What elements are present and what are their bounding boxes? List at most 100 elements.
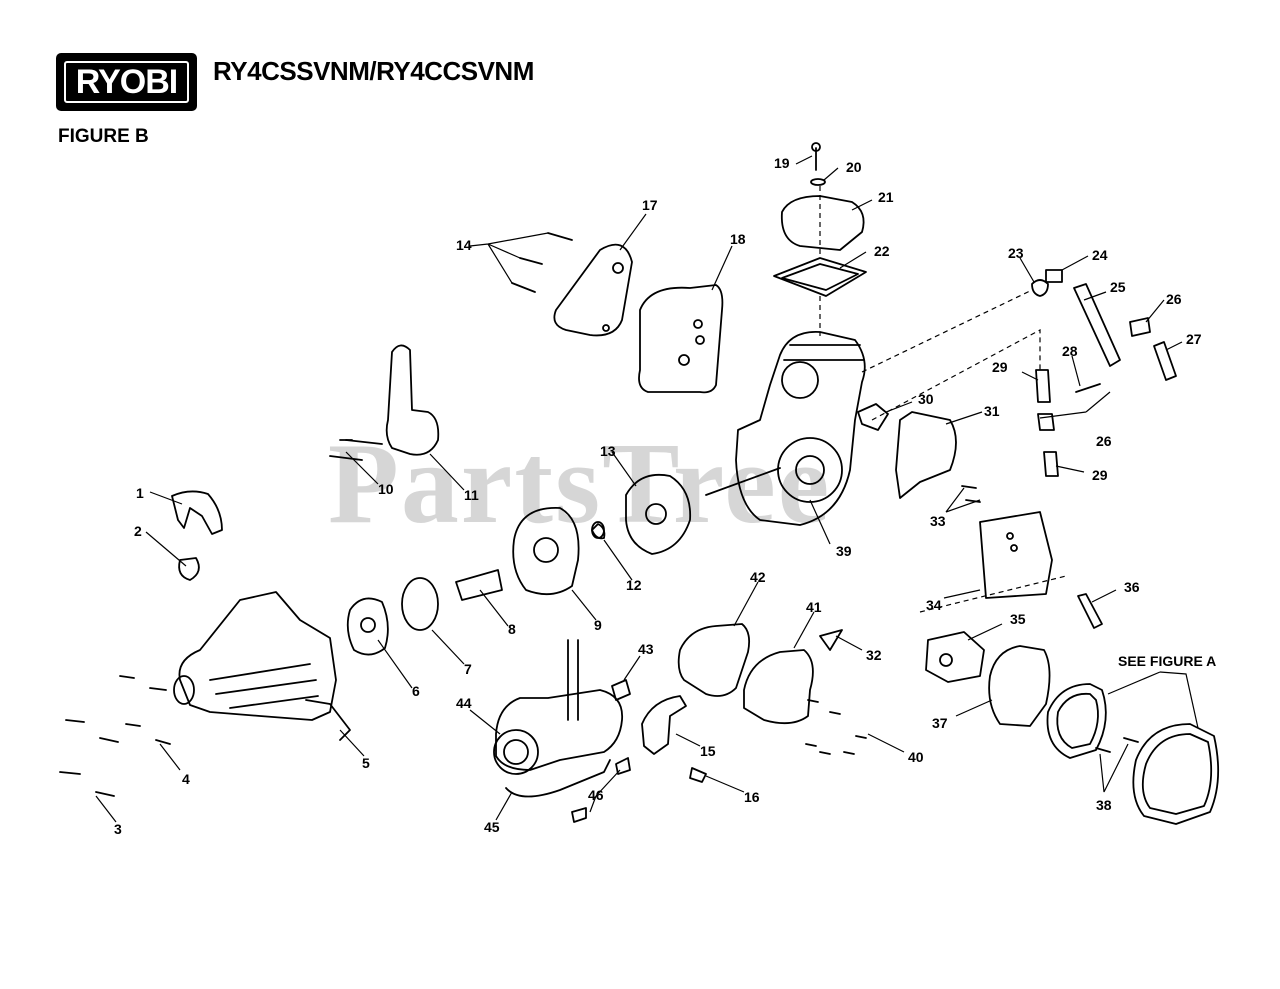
part-41-air-box	[743, 649, 814, 725]
part-26-valve	[1129, 317, 1151, 337]
ryobi-logo: RYOBI	[56, 53, 197, 111]
callout-35: 35	[1010, 611, 1026, 627]
part-36-hose	[1077, 593, 1103, 629]
part-17-cover	[553, 243, 633, 337]
filter-cover	[1132, 723, 1220, 825]
callout-27: 27	[1186, 331, 1202, 347]
see-figure-a-note: SEE FIGURE A	[1118, 653, 1216, 669]
part-7-washer	[401, 577, 439, 631]
callout-23: 23	[1008, 245, 1024, 261]
callout-24: 24	[1092, 247, 1108, 263]
part-13-flywheel	[625, 474, 692, 555]
callout-39: 39	[836, 543, 852, 559]
callout-42: 42	[750, 569, 766, 585]
filter-element	[1046, 683, 1107, 759]
part-28-pin	[1075, 383, 1101, 393]
part-44-fuel-tank	[495, 689, 623, 771]
callout-4: 4	[182, 771, 190, 787]
callout-43: 43	[638, 641, 654, 657]
part-26b-valve	[1037, 413, 1055, 431]
callout-18: 18	[730, 231, 746, 247]
part-25-hose	[1073, 283, 1121, 367]
callout-36: 36	[1124, 579, 1140, 595]
part-5-front-housing	[178, 591, 337, 721]
part-34-plate	[979, 511, 1053, 599]
callout-33: 33	[930, 513, 946, 529]
part-46-bolt	[571, 757, 631, 823]
part-31-insulator	[895, 411, 957, 499]
callout-labels: 1 2 3 4 5 6 7 8 9 10 11 12 13 14 15 16 1…	[114, 155, 1216, 837]
callout-32: 32	[866, 647, 882, 663]
callout-7: 7	[464, 661, 472, 677]
alignment-lines	[819, 186, 1067, 613]
part-11-ignition-coil	[385, 344, 440, 456]
part-39-engine-block	[735, 331, 866, 526]
brand-name: RYOBI	[75, 63, 178, 101]
part-21-valve-cover	[780, 195, 865, 251]
part-1-handle	[171, 490, 223, 535]
part-18-plate	[638, 284, 724, 394]
part-8-sleeve	[455, 569, 503, 601]
callout-15: 15	[700, 743, 716, 759]
part-22-gasket	[773, 257, 867, 297]
callout-11: 11	[464, 487, 479, 503]
callout-8: 8	[508, 621, 516, 637]
model-number: RY4CSSVNM/RY4CCSVNM	[213, 56, 534, 86]
callout-37: 37	[932, 715, 948, 731]
callout-5: 5	[362, 755, 370, 771]
callout-20: 20	[846, 159, 862, 175]
callout-10: 10	[378, 481, 394, 497]
part-16-bolt	[689, 767, 707, 783]
part-37-filter-base	[988, 645, 1051, 727]
callout-3: 3	[114, 821, 122, 837]
callout-26-bottom: 26	[1096, 433, 1112, 449]
part-38-screws	[1095, 737, 1139, 753]
figure-label: FIGURE B	[58, 126, 149, 147]
part-45-tank-base	[505, 759, 611, 798]
part-32-tab	[819, 629, 843, 651]
part-9-starter-housing	[512, 507, 580, 596]
part-27-hose	[1153, 341, 1177, 381]
part-12-washer	[591, 523, 606, 540]
callout-46: 46	[588, 787, 604, 803]
callout-29-top: 29	[992, 359, 1008, 375]
callout-17: 17	[642, 197, 658, 213]
part-33-screws	[961, 485, 981, 503]
part-6-pulley	[346, 597, 389, 656]
callout-14: 14	[456, 237, 472, 253]
part-40-screws	[805, 699, 867, 755]
callout-22: 22	[874, 243, 890, 259]
callout-9: 9	[594, 617, 602, 633]
part-35-carburetor	[925, 631, 985, 683]
callout-45: 45	[484, 819, 500, 835]
callout-44: 44	[456, 695, 472, 711]
part-3-screws	[59, 719, 119, 797]
callout-1: 1	[136, 485, 144, 501]
callout-12: 12	[626, 577, 642, 593]
part-2-clip	[178, 557, 200, 581]
callout-26-top: 26	[1166, 291, 1182, 307]
callout-25: 25	[1110, 279, 1126, 295]
part-14-screw-a	[547, 232, 573, 241]
callout-16: 16	[744, 789, 760, 805]
part-43-grommet	[611, 679, 631, 701]
callout-6: 6	[412, 683, 420, 699]
callout-19: 19	[774, 155, 790, 171]
callout-38: 38	[1096, 797, 1112, 813]
leader-lines	[95, 155, 1199, 823]
callout-40: 40	[908, 749, 924, 765]
part-15-clip	[641, 695, 687, 755]
callout-29-bottom: 29	[1092, 467, 1108, 483]
part-drawings	[59, 142, 1220, 825]
callout-28: 28	[1062, 343, 1078, 359]
callout-21: 21	[878, 189, 894, 205]
callout-31: 31	[984, 403, 1000, 419]
part-30-gasket	[857, 403, 889, 431]
part-29-hose	[1035, 369, 1059, 477]
callout-30: 30	[918, 391, 934, 407]
callout-41: 41	[806, 599, 822, 615]
part-24-clamp	[1045, 269, 1063, 283]
ryobi-logo-frame: RYOBI	[64, 61, 189, 103]
part-42-gasket	[677, 623, 751, 697]
